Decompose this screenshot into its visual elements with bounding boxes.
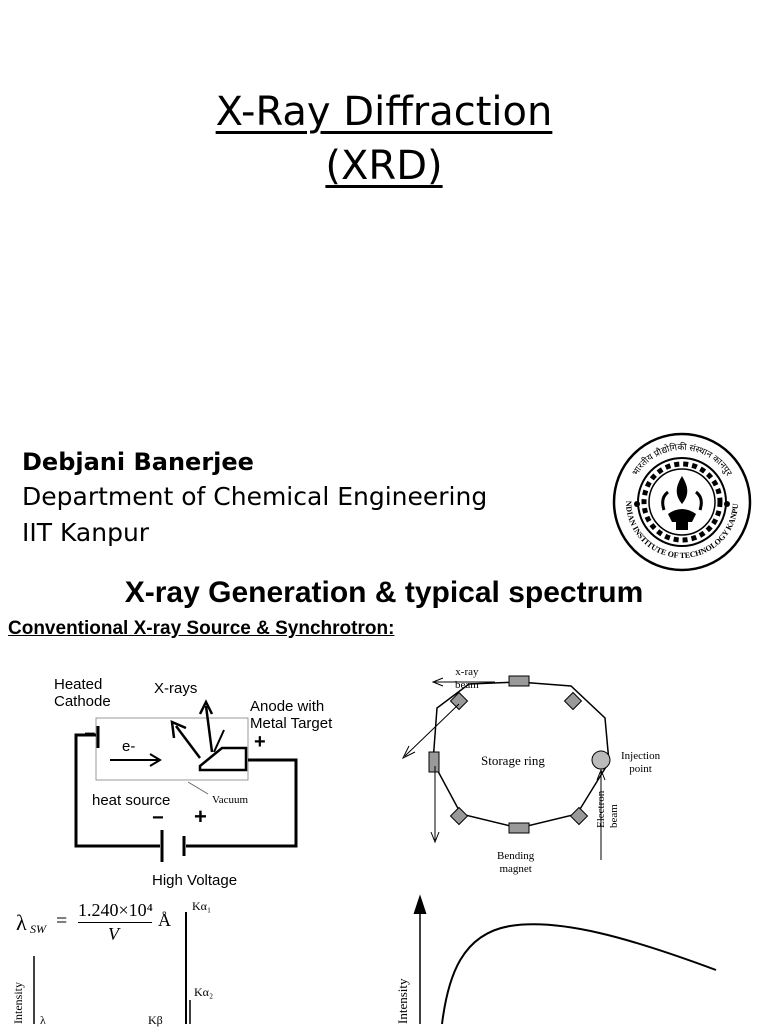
heated-cathode-label: Heated Cathode [54,676,111,710]
ka1-label: Kα₁ [192,899,212,913]
battery-plus-sign: + [194,804,207,829]
storage-ring-label: Storage ring [481,753,545,768]
slide-title-line2: (XRD) [325,143,443,189]
kb-label: Kβ [148,1013,163,1027]
slide-title-line1: X-Ray Diffraction [215,89,553,135]
anode-label: Anode with Metal Target [250,698,333,732]
iit-kanpur-logo-icon: भारतीय प्रौद्योगिकी संस्थान कानपुर INDIA… [612,432,752,572]
electron-label: e- [122,738,136,755]
intensity-axis-label-left: Intensity [11,982,25,1024]
wavelength-formula: λ SW = 1.240×10⁴ V Å [16,900,171,944]
battery-minus-sign: − [152,807,164,829]
intensity-axis-label-right: Intensity [395,978,410,1025]
bending-magnet-label: Bending magnet [497,850,535,875]
xray-beam-label: x-ray beam [455,666,479,691]
slide-title: X-ray Generation & typical spectrum [124,576,644,609]
xray-generation-slide: X-ray Generation & typical spectrum Conv… [0,568,768,1027]
institute-name: IIT Kanpur [22,518,150,547]
x-rays-label: X-rays [154,680,198,697]
heat-source-label: heat source [92,792,171,809]
electron-beam-label: Electron beam [595,790,620,828]
department-name: Department of Chemical Engineering [22,482,488,511]
high-voltage-label: High Voltage [152,872,238,889]
ka2-label: Kα₂ [194,985,214,999]
title-slide: X-Ray Diffraction (XRD) Debjani Banerjee… [22,89,752,572]
characteristic-spectrum-plot: Kα₁ Kα₂ Kβ λ Intensity [0,896,250,1027]
slide-subtitle: Conventional X-ray Source & Synchrotron: [8,618,395,639]
injection-point-label: Injection point [621,750,661,775]
lambda-label: λ [40,1013,46,1027]
synchrotron-spectrum-plot: Intensity [390,886,730,1024]
anode-plus-sign: + [254,731,266,753]
cathode-minus-sign: − [84,723,96,745]
synchrotron-diagram: x-ray beam Storage ring Injection point … [395,660,695,890]
author-name: Debjani Banerjee [22,448,254,476]
xray-tube-diagram: Heated Cathode X-rays Anode with Metal T… [0,668,360,898]
vacuum-label: Vacuum [212,794,249,806]
